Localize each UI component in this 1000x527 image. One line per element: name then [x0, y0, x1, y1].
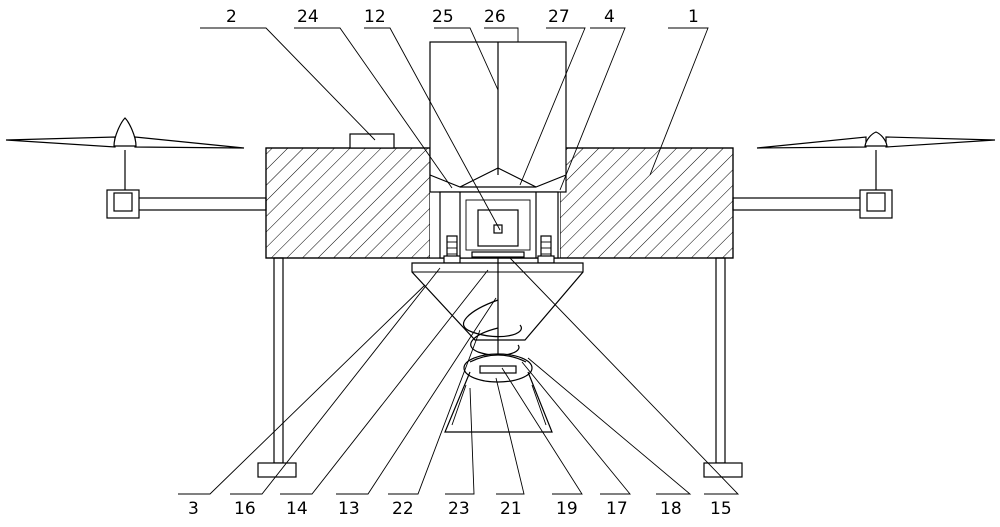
label-4: 4: [604, 7, 615, 27]
label-25: 25: [432, 7, 454, 27]
guide-cone: [444, 371, 553, 433]
labels-top: 2 24 12 25 26 27 4 1: [226, 7, 699, 27]
label-21: 21: [500, 499, 522, 519]
drive-plate: [471, 251, 525, 258]
top-module: [349, 133, 395, 149]
label-14: 14: [286, 499, 308, 519]
label-23: 23: [448, 499, 470, 519]
motor: [477, 209, 519, 247]
label-2: 2: [226, 7, 237, 27]
inner-cavity: [439, 191, 559, 259]
label-19: 19: [556, 499, 578, 519]
arm-right: [732, 150, 893, 219]
motor-shaft-cap: [493, 224, 503, 234]
spreader-disc: [463, 353, 533, 383]
label-27: 27: [548, 7, 570, 27]
spiral-blade: [463, 299, 522, 356]
leaders-top: [200, 27, 709, 231]
leg-right: [703, 257, 743, 478]
label-3: 3: [188, 499, 199, 519]
label-22: 22: [392, 499, 414, 519]
label-1: 1: [688, 7, 699, 27]
label-26: 26: [484, 7, 506, 27]
hopper: [429, 41, 567, 193]
label-16: 16: [234, 499, 256, 519]
label-17: 17: [606, 499, 628, 519]
label-15: 15: [710, 499, 732, 519]
label-18: 18: [660, 499, 682, 519]
arm-left: [106, 150, 267, 219]
label-12: 12: [364, 7, 386, 27]
leg-left: [257, 257, 297, 478]
propeller-left: [5, 117, 245, 149]
leaders-bottom: [178, 257, 740, 495]
label-24: 24: [297, 7, 319, 27]
labels-bottom: 3 16 14 13 22 23 21 19 17 18 15: [188, 499, 732, 519]
label-13: 13: [338, 499, 360, 519]
propeller-right: [756, 131, 996, 149]
